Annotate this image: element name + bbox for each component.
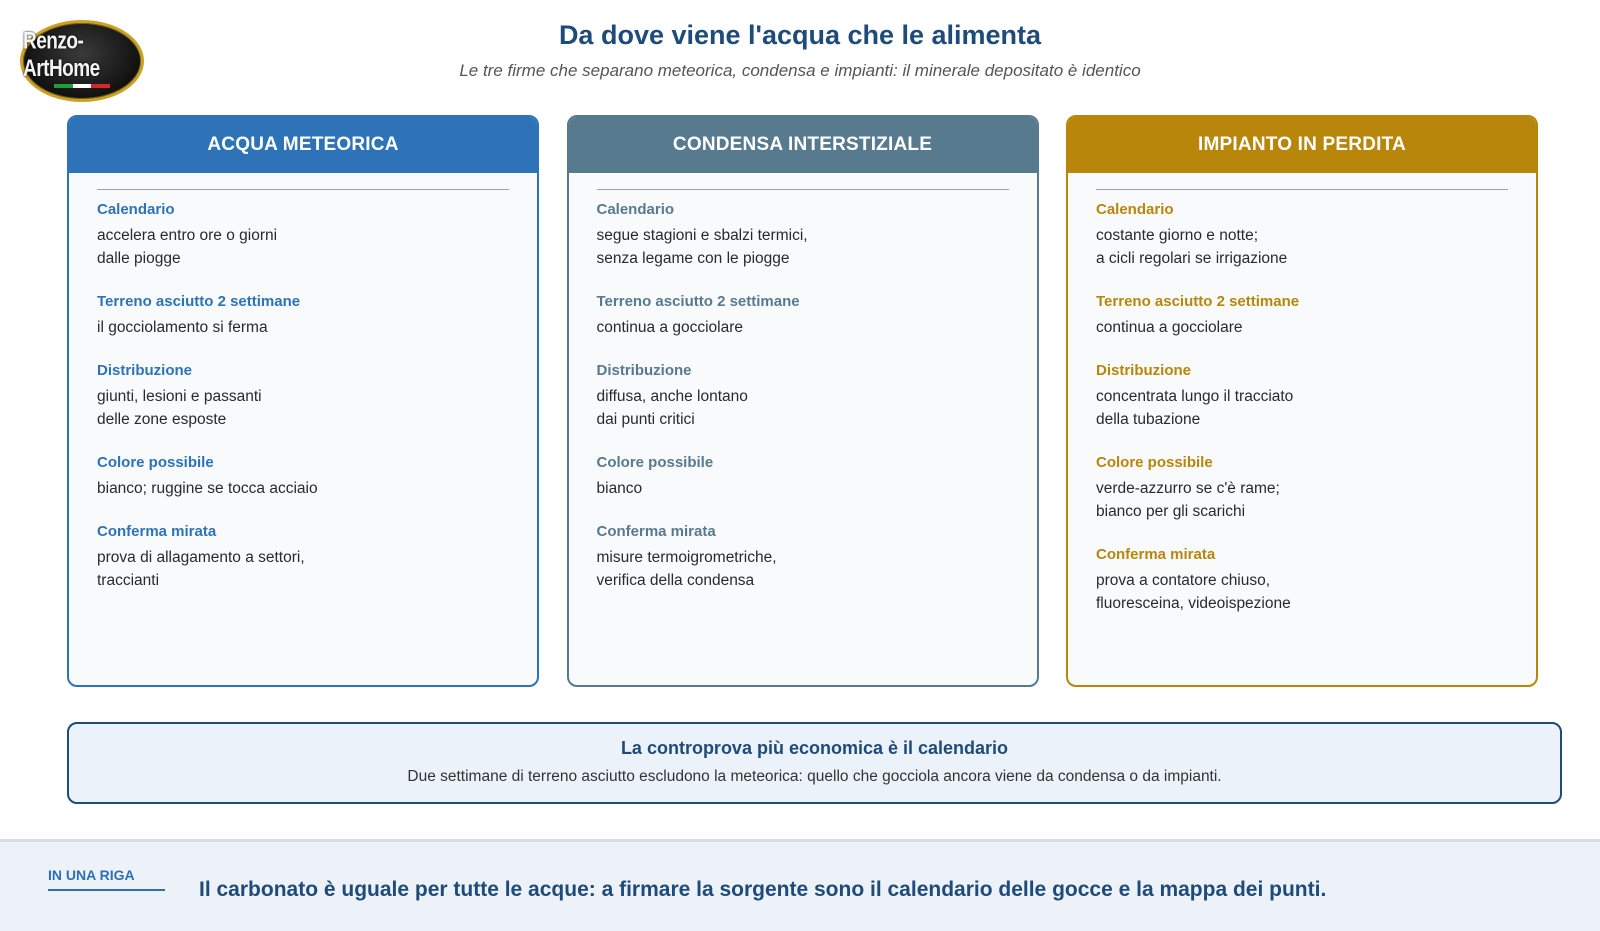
row-text: accelera entro ore o giorni dalle piogge bbox=[97, 227, 278, 267]
card-row-calendario: Calendario costante giorno e notte; a ci… bbox=[1096, 200, 1508, 270]
brand-logo: Renzo-ArtHome bbox=[20, 20, 144, 102]
flag-stripe-green bbox=[54, 84, 73, 88]
row-label: Terreno asciutto 2 settimane bbox=[97, 293, 301, 310]
row-label: Terreno asciutto 2 settimane bbox=[1096, 293, 1300, 310]
card-impianto-in-perdita: IMPIANTO IN PERDITA Calendario costante … bbox=[1066, 115, 1538, 687]
card-body: Calendario segue stagioni e sbalzi termi… bbox=[569, 189, 1037, 592]
row-label: Calendario bbox=[97, 201, 175, 218]
row-text: prova a contatore chiuso, fluoresceina, … bbox=[1096, 572, 1291, 612]
row-label: Distribuzione bbox=[1096, 362, 1192, 379]
row-label: Distribuzione bbox=[596, 362, 692, 379]
italian-flag-icon bbox=[54, 84, 111, 88]
source-cards: ACQUA METEORICA Calendario accelera entr… bbox=[67, 115, 1538, 687]
card-divider bbox=[596, 189, 1009, 190]
row-text: continua a gocciolare bbox=[1096, 319, 1243, 336]
row-label: Colore possibile bbox=[596, 454, 714, 471]
card-row-colore: Colore possibile bianco; ruggine se tocc… bbox=[97, 453, 509, 500]
card-title: CONDENSA INTERSTIZIALE bbox=[568, 117, 1037, 173]
card-row-conferma: Conferma mirata misure termoigrometriche… bbox=[597, 522, 1009, 592]
card-row-distribuzione: Distribuzione concentrata lungo il tracc… bbox=[1096, 361, 1508, 431]
row-label: Conferma mirata bbox=[596, 523, 716, 540]
row-label: Calendario bbox=[1096, 201, 1174, 218]
card-row-terreno: Terreno asciutto 2 settimane il gocciola… bbox=[97, 292, 509, 339]
card-row-terreno: Terreno asciutto 2 settimane continua a … bbox=[597, 292, 1009, 339]
row-text: giunti, lesioni e passanti delle zone es… bbox=[97, 388, 262, 428]
card-acqua-meteorica: ACQUA METEORICA Calendario accelera entr… bbox=[67, 115, 539, 687]
card-row-distribuzione: Distribuzione giunti, lesioni e passanti… bbox=[97, 361, 509, 431]
card-divider bbox=[1096, 189, 1508, 190]
row-text: diffusa, anche lontano dai punti critici bbox=[596, 388, 748, 428]
summary-footer: IN UNA RIGA Il carbonato è uguale per tu… bbox=[0, 839, 1600, 931]
card-row-conferma: Conferma mirata prova di allagamento a s… bbox=[97, 522, 509, 592]
row-text: verde-azzurro se c'è rame; bianco per gl… bbox=[1096, 480, 1280, 520]
logo-text: Renzo-ArtHome bbox=[23, 28, 100, 83]
row-label: Conferma mirata bbox=[1096, 546, 1216, 563]
callout-title: La controprova più economica è il calend… bbox=[620, 738, 1009, 758]
footer-summary-text: Il carbonato è uguale per tutte le acque… bbox=[199, 878, 1327, 901]
row-label: Colore possibile bbox=[1096, 454, 1213, 471]
row-text: prova di allagamento a settori, traccian… bbox=[97, 549, 305, 589]
card-title: IMPIANTO IN PERDITA bbox=[1068, 117, 1536, 173]
row-label: Distribuzione bbox=[97, 362, 193, 379]
card-divider bbox=[97, 189, 509, 190]
row-text: continua a gocciolare bbox=[596, 319, 744, 336]
page-subtitle: Le tre firme che separano meteorica, con… bbox=[459, 61, 1141, 80]
row-text: misure termoigrometriche, verifica della… bbox=[596, 549, 777, 589]
card-body: Calendario accelera entro ore o giorni d… bbox=[69, 189, 537, 592]
card-row-terreno: Terreno asciutto 2 settimane continua a … bbox=[1096, 292, 1508, 339]
card-row-distribuzione: Distribuzione diffusa, anche lontano dai… bbox=[597, 361, 1009, 431]
row-label: Conferma mirata bbox=[97, 523, 217, 540]
row-text: bianco; ruggine se tocca acciaio bbox=[97, 480, 318, 497]
card-condensa-interstiziale: CONDENSA INTERSTIZIALE Calendario segue … bbox=[566, 115, 1039, 687]
row-text: concentrata lungo il tracciato della tub… bbox=[1096, 388, 1294, 428]
card-row-conferma: Conferma mirata prova a contatore chiuso… bbox=[1096, 545, 1508, 615]
footer-label: IN UNA RIGA bbox=[48, 867, 165, 891]
card-row-calendario: Calendario accelera entro ore o giorni d… bbox=[97, 200, 509, 270]
flag-stripe-red bbox=[91, 84, 111, 88]
page-title: Da dove viene l'acqua che le alimenta bbox=[558, 20, 1042, 50]
row-text: il gocciolamento si ferma bbox=[97, 319, 268, 336]
row-text: segue stagioni e sbalzi termici, senza l… bbox=[596, 227, 808, 267]
flag-stripe-white bbox=[72, 84, 92, 88]
card-row-colore: Colore possibile verde-azzurro se c'è ra… bbox=[1096, 453, 1508, 523]
card-body: Calendario costante giorno e notte; a ci… bbox=[1068, 189, 1536, 615]
callout-text: Due settimane di terreno asciutto esclud… bbox=[407, 768, 1222, 785]
row-label: Calendario bbox=[596, 201, 675, 218]
card-title: ACQUA METEORICA bbox=[69, 117, 537, 173]
row-label: Terreno asciutto 2 settimane bbox=[596, 293, 800, 310]
card-row-colore: Colore possibile bianco bbox=[597, 453, 1009, 500]
row-text: costante giorno e notte; a cicli regolar… bbox=[1096, 227, 1288, 267]
row-text: bianco bbox=[596, 480, 643, 497]
page-header: Da dove viene l'acqua che le alimenta Le… bbox=[0, 20, 1600, 81]
calendar-tip-callout: La controprova più economica è il calend… bbox=[67, 722, 1562, 804]
card-row-calendario: Calendario segue stagioni e sbalzi termi… bbox=[597, 200, 1009, 270]
row-label: Colore possibile bbox=[97, 454, 214, 471]
